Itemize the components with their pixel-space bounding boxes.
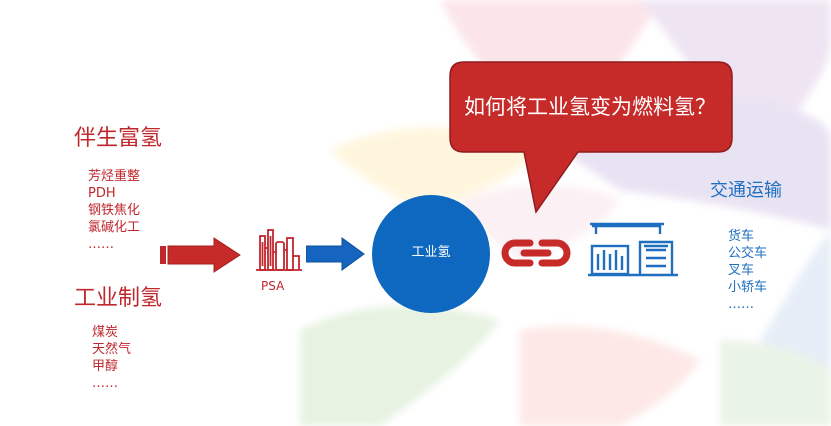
industrial-hydrogen-list: 煤炭 天然气 甲醇 …… (92, 324, 131, 392)
psa-label: PSA (261, 279, 285, 293)
transportation-title: 交通运输 (710, 180, 782, 201)
blue-arrow-icon (306, 237, 365, 271)
industrial-hydrogen-title: 工业制氢 (74, 286, 163, 311)
chain-link-icon (501, 239, 571, 267)
transportation-list: 货车 公交车 叉车 小轿车 …… (728, 228, 767, 313)
industrial-hydrogen-circle (372, 195, 490, 313)
question-callout (449, 61, 733, 214)
refueling-station-icon (588, 222, 678, 277)
list-item: 货车 (728, 229, 755, 244)
list-item: 小轿车 (728, 280, 768, 295)
list-item: 叉车 (728, 263, 755, 278)
list-item: 芳烃重整 (88, 169, 141, 184)
red-arrow-icon (160, 237, 241, 273)
list-item: 煤炭 (92, 325, 119, 340)
list-item: 氯碱化工 (88, 220, 141, 235)
list-item: PDH (88, 186, 116, 201)
list-item: 公交车 (728, 246, 768, 261)
callout-question: 如何将工业氢变为燃料氢？ (464, 95, 716, 119)
by-product-hydrogen-title: 伴生富氢 (74, 126, 163, 151)
refinery-icon (256, 229, 302, 271)
industrial-hydrogen-label: 工业氢 (411, 245, 451, 260)
list-item: 甲醇 (92, 359, 119, 374)
list-item: …… (92, 376, 118, 391)
list-item: 钢铁焦化 (88, 203, 141, 218)
list-item: …… (728, 297, 754, 312)
list-item: …… (88, 237, 114, 252)
list-item: 天然气 (92, 342, 132, 357)
by-product-hydrogen-list: 芳烃重整 PDH 钢铁焦化 氯碱化工 …… (88, 168, 140, 253)
